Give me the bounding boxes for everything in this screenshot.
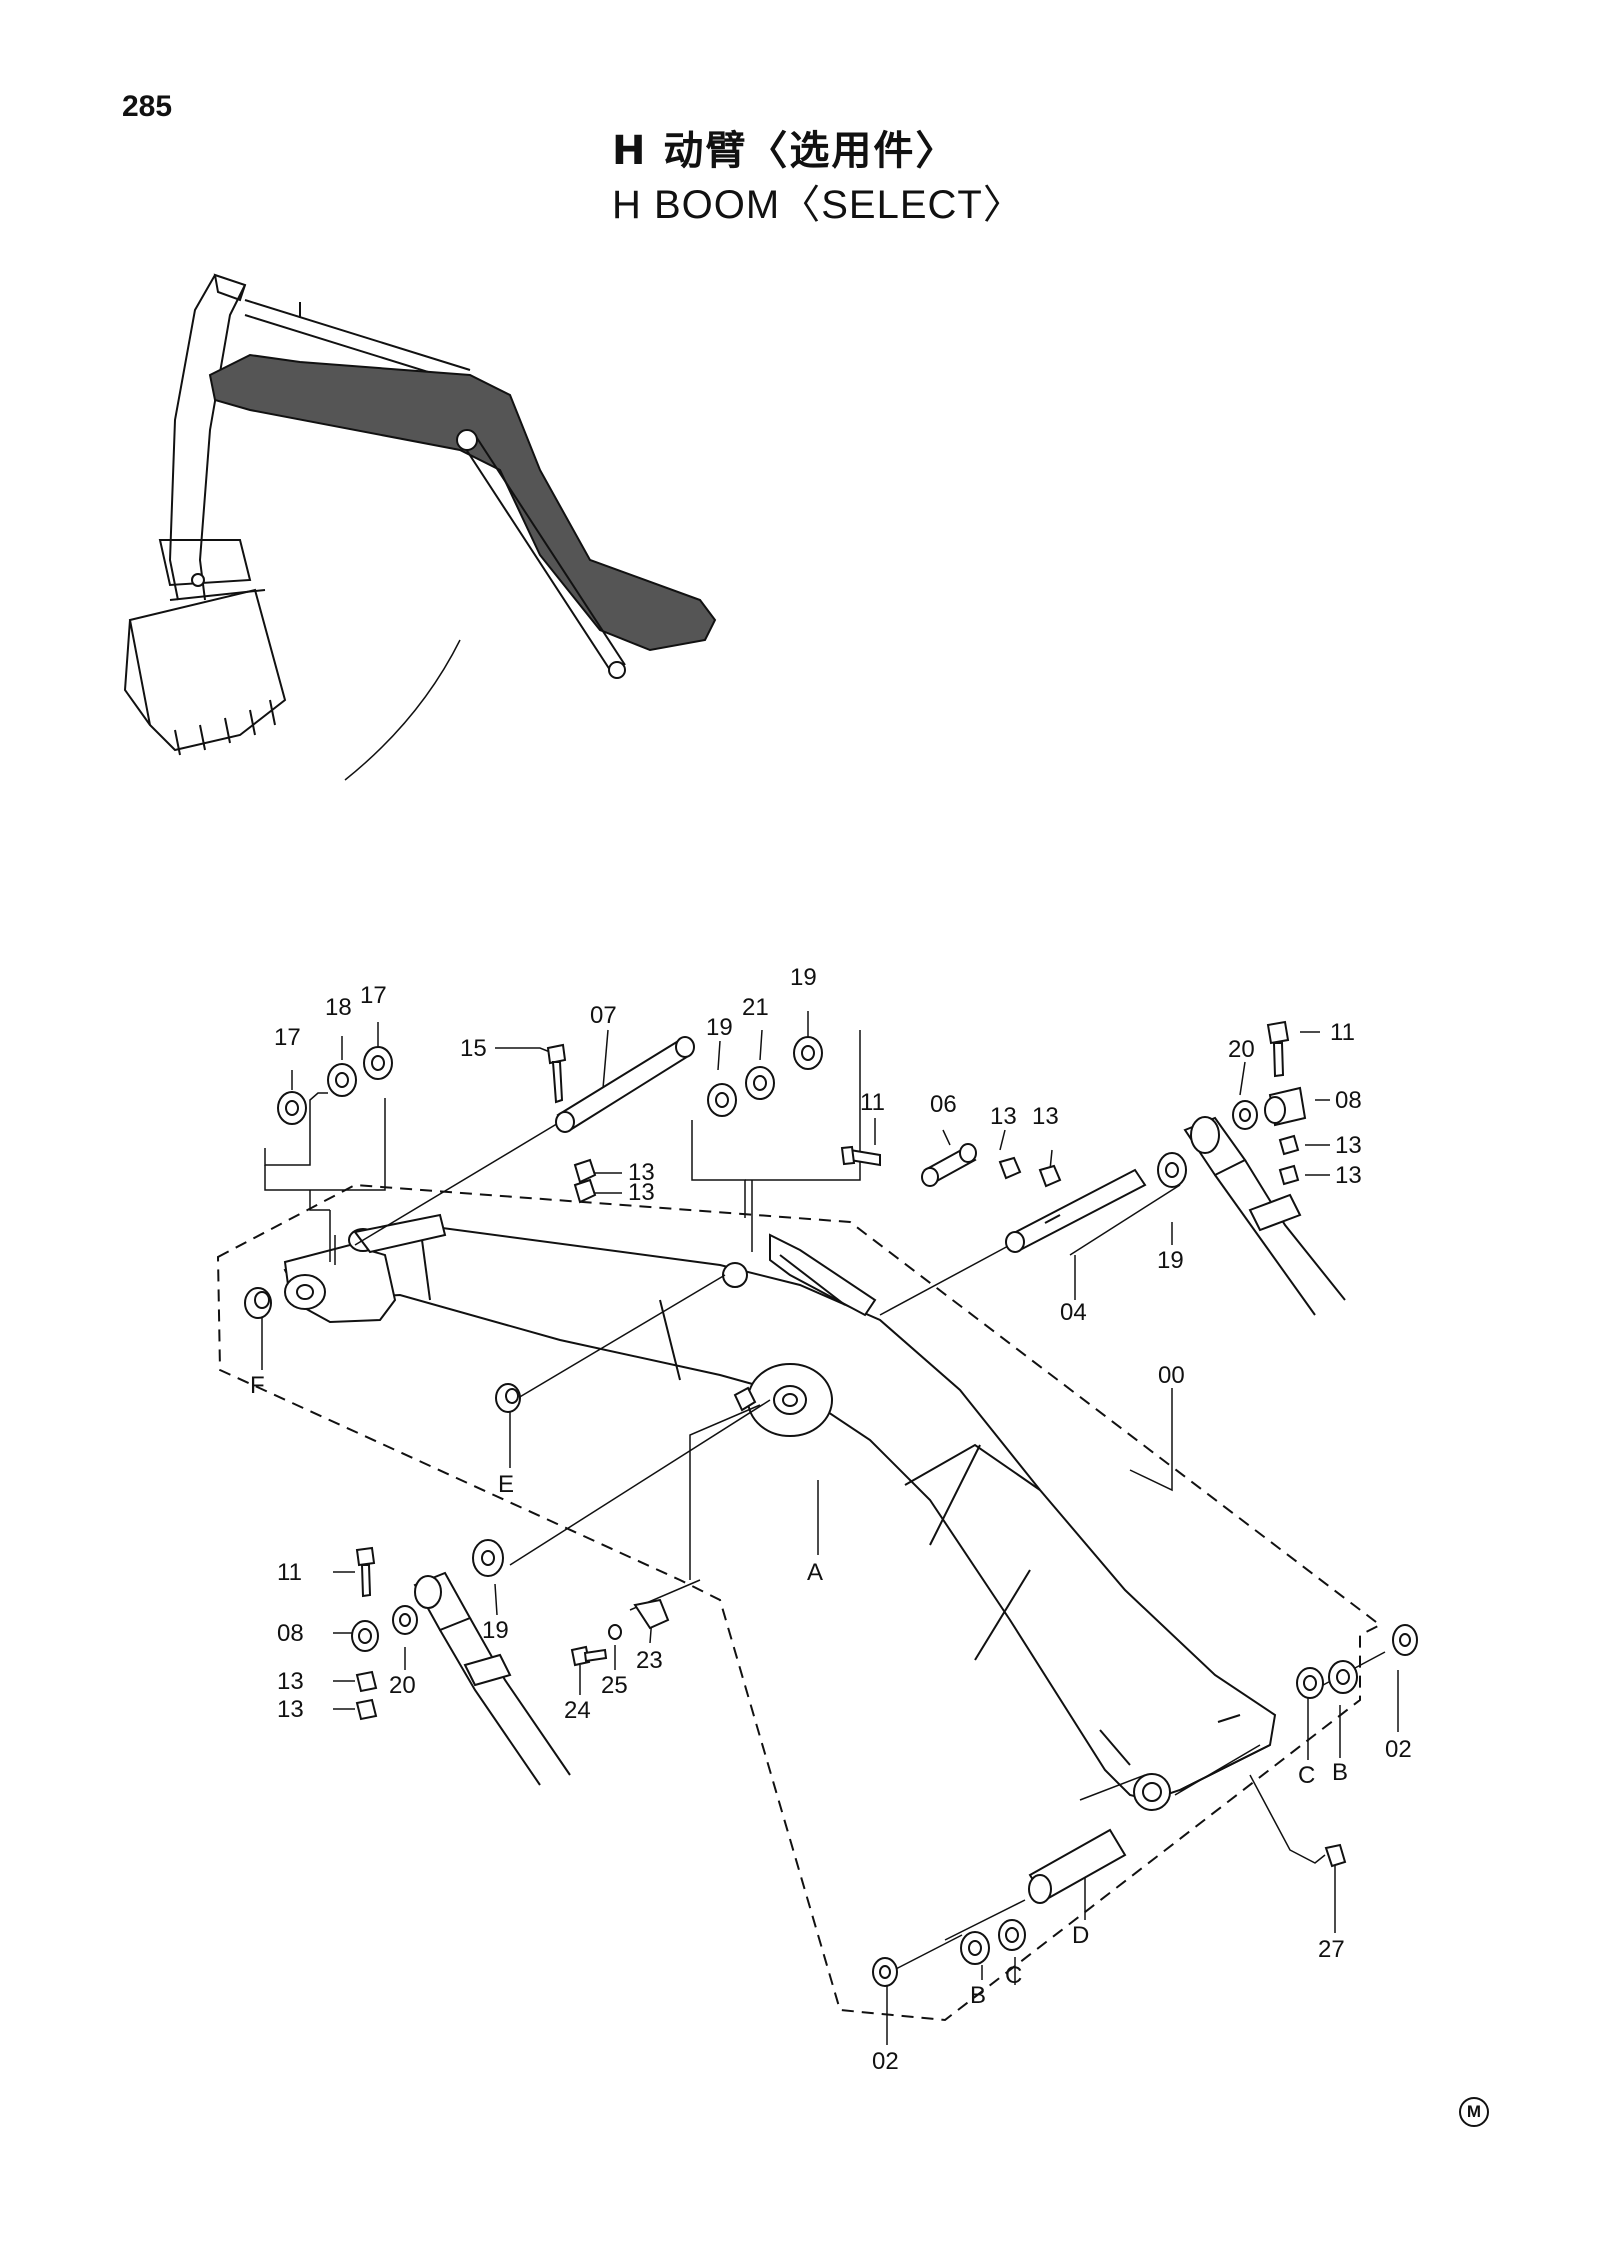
callout-17: 17 [274, 1024, 301, 1051]
callout-19: 19 [482, 1617, 509, 1644]
callout-24: 24 [564, 1697, 591, 1724]
title-english: H BOOM〈SELECT〉 [612, 183, 1024, 227]
callout-21: 21 [742, 994, 769, 1021]
callout-D: D [1072, 1922, 1089, 1949]
callout-B: B [970, 1982, 986, 2009]
excavator-overview-illustration [123, 273, 717, 781]
callout-13: 13 [277, 1668, 304, 1695]
callout-02: 02 [872, 2048, 899, 2075]
callout-13: 13 [277, 1696, 304, 1723]
callout-06: 06 [930, 1091, 957, 1118]
callout-B: B [1332, 1759, 1348, 1786]
callout-11: 11 [1330, 1019, 1355, 1046]
callout-13: 13 [990, 1103, 1017, 1130]
title-chinese: H 动臂〈选用件〉 [612, 128, 958, 174]
callout-A: A [807, 1559, 823, 1586]
boom-exploded-view [216, 1011, 1418, 2045]
callout-E: E [498, 1471, 514, 1498]
callout-02: 02 [1385, 1736, 1412, 1763]
callout-25: 25 [601, 1672, 628, 1699]
callout-20: 20 [389, 1672, 416, 1699]
callout-labels: 17 18 17 15 07 13 13 19 21 19 11 06 13 1… [250, 964, 1412, 2075]
callout-13: 13 [1335, 1162, 1362, 1189]
callout-11: 11 [860, 1089, 885, 1116]
callout-19: 19 [1157, 1247, 1184, 1274]
callout-07: 07 [590, 1002, 617, 1029]
callout-17: 17 [360, 982, 387, 1009]
callout-27: 27 [1318, 1936, 1345, 1963]
callout-19: 19 [706, 1014, 733, 1041]
callout-18: 18 [325, 994, 352, 1021]
boom-body [283, 1223, 1277, 1802]
callout-13: 13 [628, 1179, 655, 1206]
callout-15: 15 [460, 1035, 487, 1062]
callout-23: 23 [636, 1647, 663, 1674]
callout-08: 08 [1335, 1087, 1362, 1114]
callout-00: 00 [1158, 1362, 1185, 1389]
callout-F: F [250, 1372, 265, 1399]
callout-13: 13 [628, 1159, 655, 1186]
corner-mark: M [1459, 2097, 1489, 2127]
callout-04: 04 [1060, 1299, 1087, 1326]
callout-C: C [1298, 1762, 1315, 1789]
callout-C: C [1005, 1962, 1022, 1989]
callout-11: 11 [277, 1559, 302, 1586]
callout-13: 13 [1032, 1103, 1059, 1130]
callout-13: 13 [1335, 1132, 1362, 1159]
page-number: 285 [122, 90, 173, 123]
assembly-outline [216, 1183, 1382, 2022]
callout-19: 19 [790, 964, 817, 991]
callout-20: 20 [1228, 1036, 1255, 1063]
callout-08: 08 [277, 1620, 304, 1647]
